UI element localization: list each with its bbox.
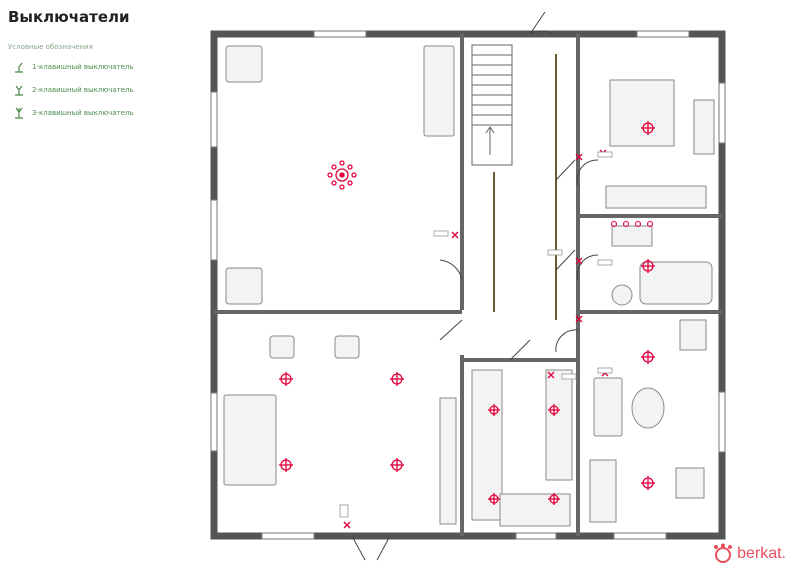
light-icon [279, 372, 293, 386]
switch-icon [451, 231, 459, 239]
light-icon [641, 121, 655, 135]
legend-label-1: 1-клавишный выключатель [32, 63, 134, 71]
switch-icon [575, 315, 583, 323]
bed [609, 79, 675, 147]
brand-name: berkat. [737, 545, 786, 562]
light-icon [488, 493, 500, 505]
furniture [223, 45, 715, 527]
armchair [269, 335, 295, 359]
legend-label-3: 3-клавишный выключатель [32, 109, 134, 117]
kitchen-counter [545, 369, 573, 481]
armchair [334, 335, 360, 359]
switch-icon [575, 257, 583, 265]
washing-machine [611, 284, 633, 306]
table [631, 387, 665, 429]
light-icon [279, 458, 293, 472]
brand-logo: berkat. [712, 543, 786, 565]
light-icon [641, 350, 655, 364]
kitchen-counter [471, 369, 503, 521]
legend-item-1: 1-клавишный выключатель [12, 60, 134, 74]
exterior-walls [210, 30, 726, 540]
armchair [225, 267, 263, 305]
spotlight-row [610, 220, 654, 228]
sofa [593, 377, 623, 437]
armchair [675, 467, 705, 499]
light-icon [390, 458, 404, 472]
legend-label-2: 2-клавишный выключатель [32, 86, 134, 94]
light-icon [488, 404, 500, 416]
switch-icon [575, 153, 583, 161]
switch-1-icon [15, 62, 23, 73]
legend-heading: Условные обозначения [8, 43, 93, 51]
page-title: Выключатели [8, 8, 130, 26]
tub [693, 99, 715, 155]
switch-icon [547, 371, 555, 379]
washbasin [611, 225, 653, 247]
corridor-lines [493, 54, 557, 320]
chandelier-icon [327, 160, 357, 190]
bookshelf [589, 459, 617, 523]
staircase [471, 44, 513, 166]
brand-icon [714, 543, 733, 563]
sofa [423, 45, 455, 137]
light-icon [390, 372, 404, 386]
switch-tags [339, 151, 613, 518]
interior-walls [214, 34, 722, 536]
desk-chair [679, 319, 707, 351]
sofa [223, 394, 277, 486]
switch-3-icon [15, 107, 23, 119]
ceiling-lights [279, 121, 655, 505]
bathtub [639, 261, 713, 305]
light-icon [641, 476, 655, 490]
doors [351, 11, 599, 561]
legend-item-2: 2-клавишный выключатель [12, 83, 134, 97]
cabinet [439, 397, 457, 525]
wardrobe [605, 185, 707, 209]
windows [210, 30, 726, 540]
switch-2-icon [15, 85, 23, 96]
switch-icon [343, 521, 351, 529]
legend-item-3: 3-клавишный выключатель [12, 106, 134, 120]
light-icon [641, 259, 655, 273]
armchair [225, 45, 263, 83]
light-icon [548, 493, 560, 505]
light-icon [548, 404, 560, 416]
